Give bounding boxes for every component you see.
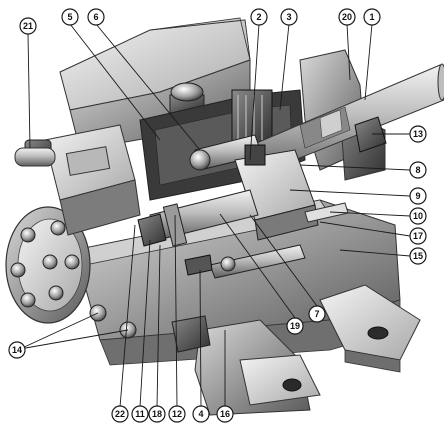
callout-label: 18: [152, 409, 162, 419]
crosshead-block: [234, 144, 319, 241]
callout-label: 8: [415, 165, 420, 175]
callout-label: 20: [342, 12, 352, 22]
bolt-icon: [64, 254, 80, 270]
callout-4: 4: [192, 405, 210, 423]
callout-19: 19: [286, 317, 304, 335]
leader-lines: [19, 23, 411, 408]
callout-label: 4: [198, 409, 203, 419]
callout-label: 5: [67, 12, 72, 22]
callout-label: 12: [172, 409, 182, 419]
callout-8: 8: [409, 161, 427, 179]
callout-6: 6: [87, 8, 105, 26]
callout-label: 13: [413, 129, 423, 139]
callout-label: 10: [413, 211, 423, 221]
callout-3: 3: [280, 8, 298, 26]
callout-label: 19: [290, 321, 300, 331]
callout-2: 2: [250, 8, 268, 26]
bolt-icon: [48, 285, 64, 301]
end-cover: [5, 206, 91, 324]
bolt-icon: [20, 227, 36, 243]
callout-21: 21: [19, 17, 37, 35]
callout-7: 7: [308, 305, 326, 323]
callout-label: 3: [286, 12, 291, 22]
callout-label: 6: [93, 12, 98, 22]
callout-9: 9: [409, 187, 427, 205]
bolt-icon: [20, 292, 36, 308]
callout-15: 15: [409, 247, 427, 265]
callout-label: 2: [256, 12, 261, 22]
drive-shaft: [239, 63, 444, 179]
callout-1: 1: [363, 8, 381, 26]
callout-13: 13: [409, 125, 427, 143]
callout-16: 16: [216, 405, 234, 423]
callout-label: 16: [220, 409, 230, 419]
callout-14: 14: [8, 341, 26, 359]
callout-22: 22: [111, 405, 129, 423]
callout-label: 7: [314, 309, 319, 319]
callout-18: 18: [148, 405, 166, 423]
callout-label: 21: [23, 21, 33, 31]
callout-label: 1: [369, 12, 374, 22]
callout-label: 17: [413, 231, 423, 241]
bolt-icon: [50, 220, 66, 236]
seal-ring: [354, 116, 387, 153]
mounting-foot-right: [319, 284, 421, 373]
callout-17: 17: [409, 227, 427, 245]
rear-cylinder: [14, 147, 56, 167]
bolt-icon: [10, 262, 26, 278]
callout-11: 11: [131, 405, 149, 423]
callout-20: 20: [338, 8, 356, 26]
bolt-icon: [42, 254, 58, 270]
callout-5: 5: [61, 8, 79, 26]
callout-10: 10: [409, 207, 427, 225]
callout-label: 15: [413, 251, 423, 261]
callout-12: 12: [168, 405, 186, 423]
callout-label: 14: [12, 345, 22, 355]
callout-label: 9: [415, 191, 420, 201]
slide-rod: [184, 244, 306, 279]
callout-label: 22: [115, 409, 125, 419]
callout-label: 11: [135, 409, 145, 419]
